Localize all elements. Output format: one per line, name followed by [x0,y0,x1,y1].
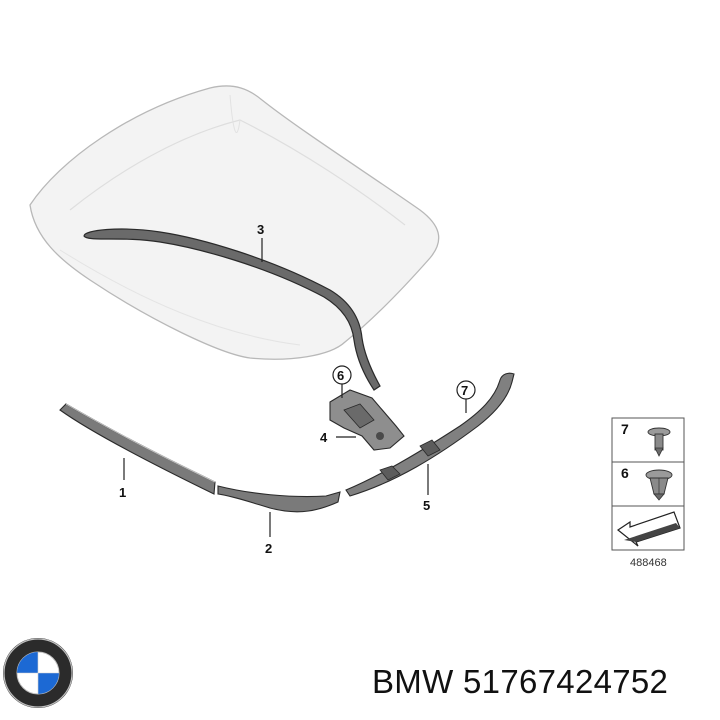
part-3-hood-seal [83,228,381,391]
callout-6: 6 [337,368,344,383]
part-number: 51767424752 [463,663,669,700]
brand-name: BMW [372,663,454,700]
part-2-seal [217,485,341,513]
expanding-clip-icon [645,469,673,501]
callout-1: 1 [119,485,126,500]
bmw-logo [3,638,73,708]
hood [29,85,440,360]
rivet-clip-icon [647,427,671,457]
callout-4: 4 [320,430,328,445]
callout-7: 7 [461,383,468,398]
part-1-seal [59,403,216,495]
part-caption: BMW 51767424752 [372,663,668,701]
callout-5: 5 [423,498,430,513]
callout-3: 3 [257,222,264,237]
callout-2: 2 [265,541,272,556]
fastener-legend: 7 6 [611,417,685,551]
legend-number-7: 7 [621,421,629,437]
callout-6-circle [332,365,352,385]
leader-lines [123,238,467,537]
diagram-id: 488468 [630,557,667,569]
direction-arrow-icon [616,511,681,547]
legend-number-6: 6 [621,465,629,481]
callout-7-circle [456,380,476,400]
